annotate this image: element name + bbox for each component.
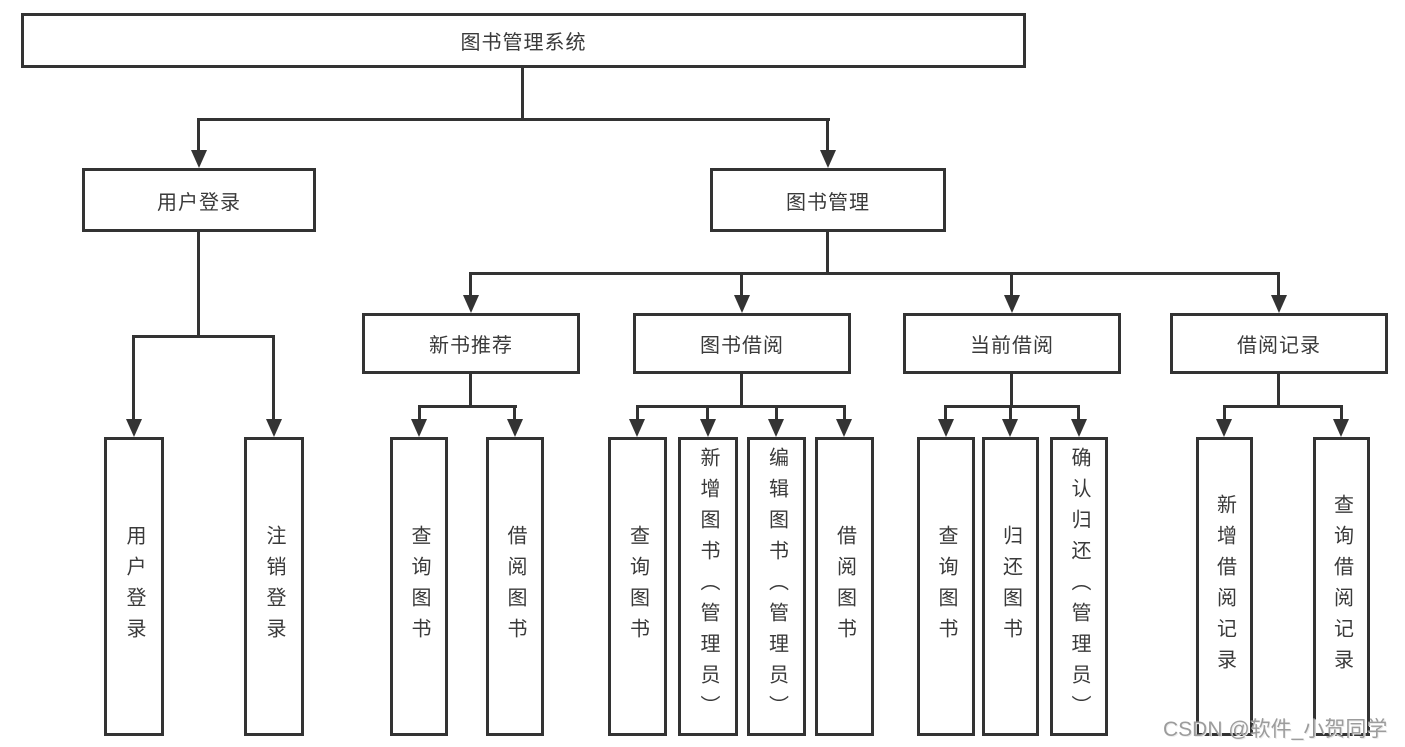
node-confirm-return-admin: 确认归还（管理员）	[1050, 437, 1108, 736]
connector-leaf-stem	[132, 335, 135, 421]
arrow-down-icon	[463, 295, 479, 313]
node-return-book-label: 归还图书	[999, 524, 1022, 649]
connector-leaf-stem	[1340, 405, 1343, 421]
connector-recommend-bar	[418, 405, 517, 408]
node-user-login: 用户登录	[104, 437, 164, 736]
node-current-borrow-label: 当前借阅	[970, 335, 1054, 357]
connector-borrow-bar	[636, 405, 846, 408]
connector-records-stem	[1277, 272, 1280, 297]
connector-current-stem	[1010, 272, 1013, 297]
node-book-management-branch: 图书管理	[710, 168, 946, 232]
arrow-down-icon	[1271, 295, 1287, 313]
connector-leaf-stem	[272, 335, 275, 421]
connector-leaf-stem	[1223, 405, 1226, 421]
node-query-borrow-record-label: 查询借阅记录	[1330, 493, 1353, 680]
node-recommend-borrow-books-label: 借阅图书	[504, 524, 526, 649]
connector-leaf-stem	[843, 405, 846, 421]
node-query-borrow-record: 查询借阅记录	[1313, 437, 1370, 736]
connector-recommend-stub	[469, 374, 472, 405]
arrow-down-icon	[1071, 419, 1087, 437]
connector-leaf-stem	[513, 405, 516, 421]
node-borrow-books: 借阅图书	[815, 437, 874, 736]
arrow-down-icon	[126, 419, 142, 437]
node-edit-book-admin: 编辑图书（管理员）	[747, 437, 806, 736]
node-add-book-admin-label: 新增图书（管理员）	[697, 447, 719, 726]
connector-borrow-stem	[740, 272, 743, 297]
node-root-system: 图书管理系统	[21, 13, 1026, 68]
node-new-book-recommend: 新书推荐	[362, 313, 580, 374]
arrow-down-icon	[411, 419, 427, 437]
arrow-down-icon	[700, 419, 716, 437]
connector-level2-bar	[469, 272, 1280, 275]
node-recommend-query-books-label: 查询图书	[408, 524, 430, 649]
arrow-down-icon	[266, 419, 282, 437]
node-borrow-records: 借阅记录	[1170, 313, 1388, 374]
node-current-query-books: 查询图书	[917, 437, 975, 736]
node-borrow-query-books-label: 查询图书	[626, 524, 649, 649]
connector-borrow-stub	[740, 374, 743, 405]
node-edit-book-admin-label: 编辑图书（管理员）	[765, 447, 788, 726]
connector-recommend-stem	[469, 272, 472, 297]
arrow-down-icon	[1002, 419, 1018, 437]
node-user-login-branch-label: 用户登录	[157, 191, 241, 214]
connector-login-bar	[132, 335, 275, 338]
connector-leaf-stem	[706, 405, 709, 421]
connector-leaf-stem	[775, 405, 778, 421]
arrow-down-icon	[191, 150, 207, 168]
connector-leaf-stem	[418, 405, 421, 421]
arrow-down-icon	[820, 150, 836, 168]
connector-leaf-stem	[944, 405, 947, 421]
node-borrow-books-label: 借阅图书	[833, 524, 856, 649]
node-return-book: 归还图书	[982, 437, 1039, 736]
connector-leaf-stem	[1077, 405, 1080, 421]
connector-login-stub	[197, 232, 200, 335]
node-current-query-books-label: 查询图书	[935, 524, 957, 649]
node-add-book-admin: 新增图书（管理员）	[678, 437, 738, 736]
connector-current-bar	[945, 405, 1080, 408]
node-book-borrow: 图书借阅	[633, 313, 851, 374]
arrow-down-icon	[629, 419, 645, 437]
arrow-down-icon	[1333, 419, 1349, 437]
connector-records-stub	[1277, 374, 1280, 405]
arrow-down-icon	[768, 419, 784, 437]
node-new-book-recommend-label: 新书推荐	[429, 335, 513, 357]
connector-records-bar	[1223, 405, 1343, 408]
arrow-down-icon	[1004, 295, 1020, 313]
node-book-borrow-label: 图书借阅	[700, 335, 784, 357]
node-borrow-query-books: 查询图书	[608, 437, 667, 736]
node-book-management-branch-label: 图书管理	[786, 191, 870, 214]
node-root-system-label: 图书管理系统	[460, 32, 587, 54]
connector-leaf-stem	[636, 405, 639, 421]
node-logout: 注销登录	[244, 437, 304, 736]
connector-login-stem	[197, 118, 200, 152]
connector-management-stub	[826, 232, 829, 272]
node-user-login-label: 用户登录	[123, 524, 145, 649]
node-confirm-return-admin-label: 确认归还（管理员）	[1068, 447, 1090, 726]
arrow-down-icon	[507, 419, 523, 437]
node-current-borrow: 当前借阅	[903, 313, 1121, 374]
connector-current-stub	[1010, 374, 1013, 405]
arrow-down-icon	[938, 419, 954, 437]
connector-root-stub	[521, 68, 524, 118]
node-borrow-records-label: 借阅记录	[1237, 335, 1321, 357]
connector-leaf-stem	[1009, 405, 1012, 421]
node-add-borrow-record: 新增借阅记录	[1196, 437, 1253, 736]
connector-management-stem	[826, 118, 829, 152]
node-recommend-query-books: 查询图书	[390, 437, 448, 736]
node-recommend-borrow-books: 借阅图书	[486, 437, 544, 736]
arrow-down-icon	[1216, 419, 1232, 437]
connector-level1-bar	[197, 118, 830, 121]
csdn-watermark: CSDN @软件_小贺同学	[1163, 718, 1388, 741]
node-logout-label: 注销登录	[263, 524, 285, 649]
arrow-down-icon	[836, 419, 852, 437]
arrow-down-icon	[734, 295, 750, 313]
node-add-borrow-record-label: 新增借阅记录	[1213, 493, 1236, 680]
node-user-login-branch: 用户登录	[82, 168, 316, 232]
